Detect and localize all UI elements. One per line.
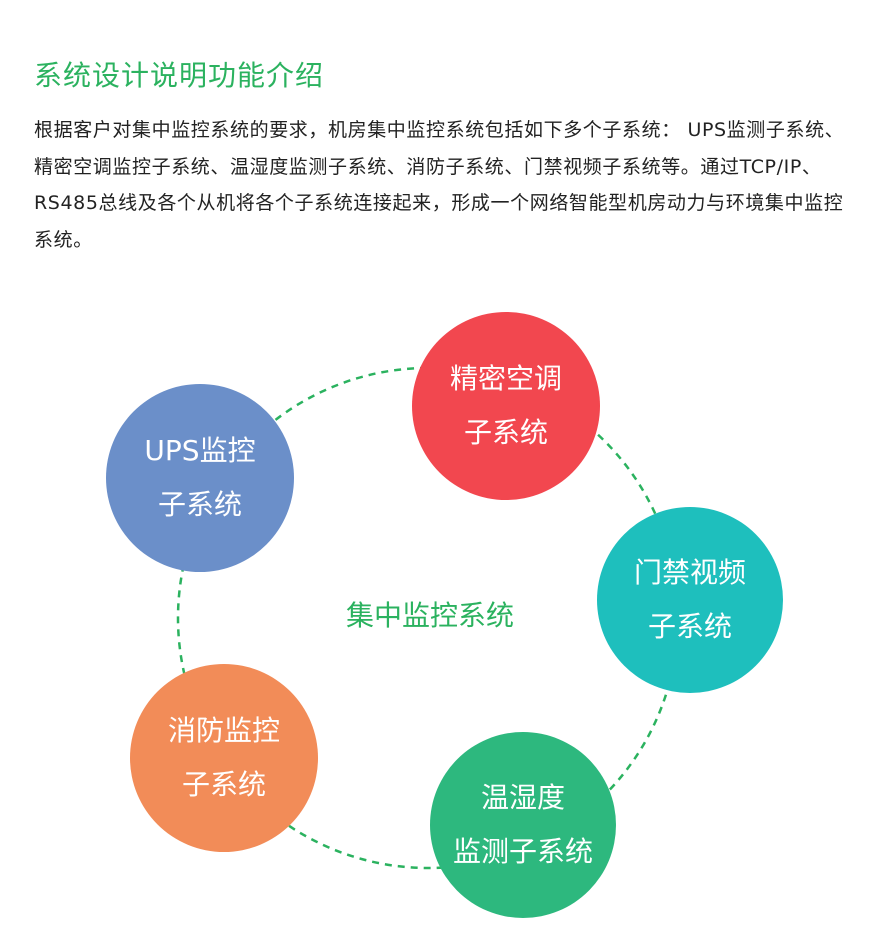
node-ups-line1: UPS监控 xyxy=(144,434,256,467)
node-fire-line2: 子系统 xyxy=(181,768,266,801)
node-ups: UPS监控 子系统 xyxy=(106,384,294,572)
description-text: 根据客户对集中监控系统的要求，机房集中监控系统包括如下多个子系统： UPS监测子… xyxy=(34,119,845,251)
node-temp-humidity-line1: 温湿度 xyxy=(480,781,565,814)
node-precision-ac-line1: 精密空调 xyxy=(449,362,562,395)
node-access-video-line2: 子系统 xyxy=(647,610,732,643)
node-fire: 消防监控 子系统 xyxy=(130,664,318,852)
node-precision-ac: 精密空调 子系统 xyxy=(412,312,600,500)
page-title: 系统设计说明功能介绍 xyxy=(34,59,325,92)
node-access-video-line1: 门禁视频 xyxy=(633,556,746,589)
center-label: 集中监控系统 xyxy=(345,599,514,632)
node-ups-line2: 子系统 xyxy=(157,488,242,521)
node-fire-line1: 消防监控 xyxy=(167,714,280,747)
node-access-video: 门禁视频 子系统 xyxy=(597,507,783,693)
node-temp-humidity-line2: 监测子系统 xyxy=(452,835,593,868)
node-temp-humidity: 温湿度 监测子系统 xyxy=(430,732,616,918)
node-precision-ac-line2: 子系统 xyxy=(463,416,548,449)
